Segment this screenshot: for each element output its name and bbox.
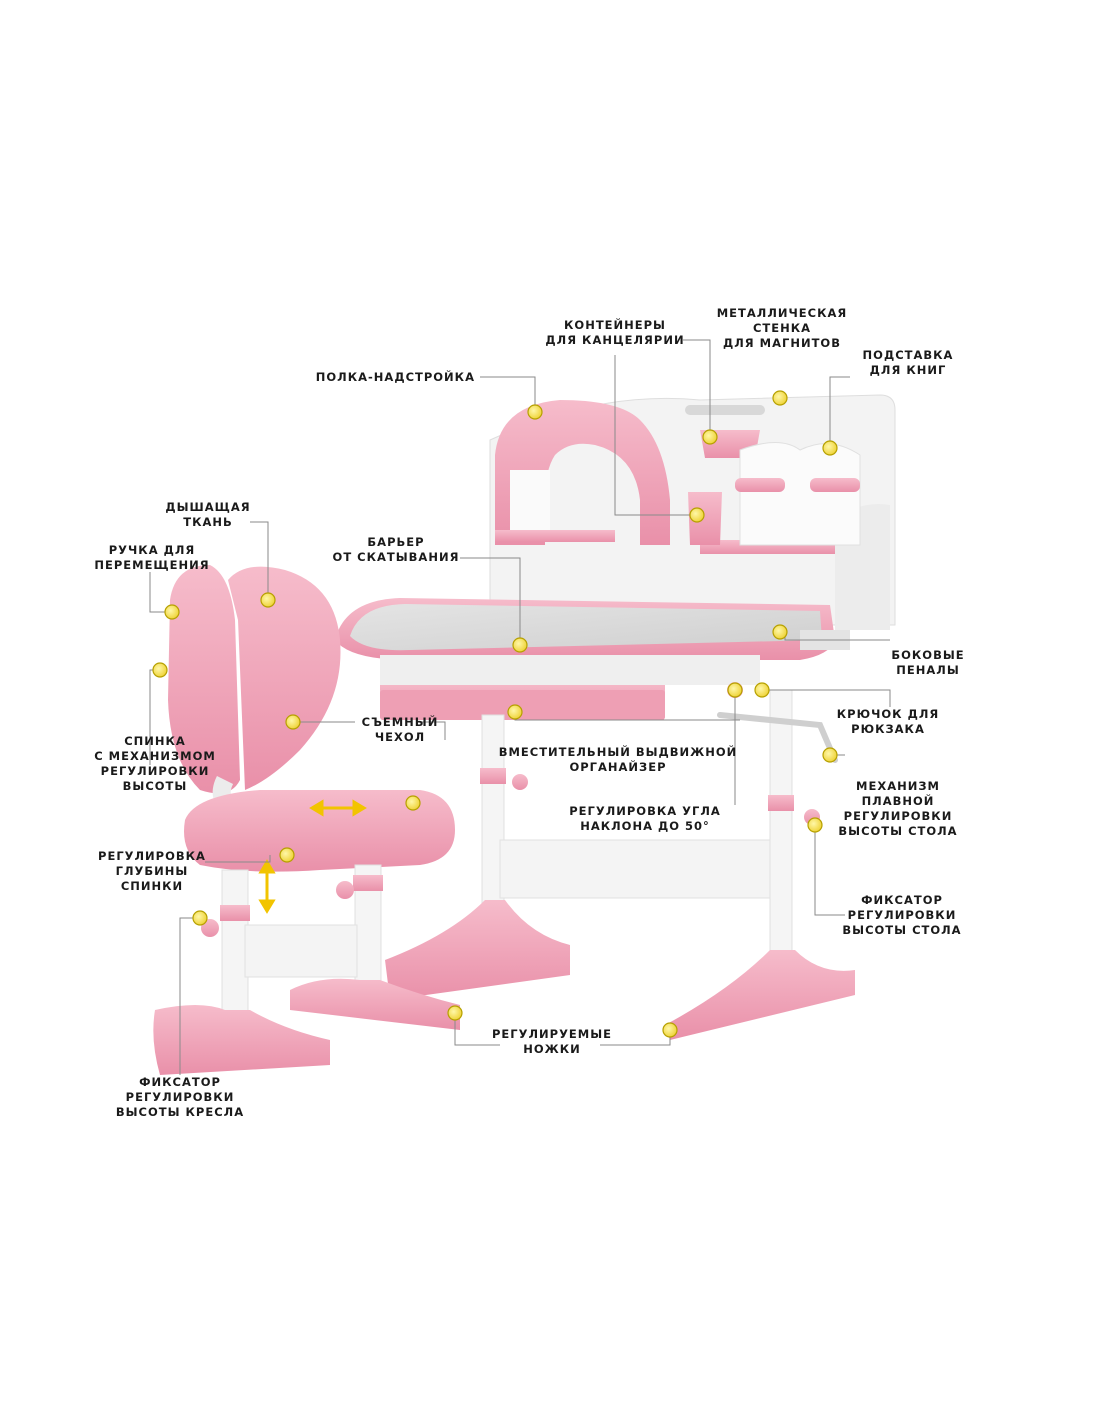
desk-frame	[380, 655, 760, 685]
marker-breathable	[260, 592, 276, 608]
chair-foot-right	[290, 978, 460, 1030]
chair-lock-knob	[336, 881, 354, 899]
marker-crank	[822, 747, 838, 763]
label-backpack-hook: КРЮЧОК ДЛЯ РЮКЗАКА	[836, 707, 940, 736]
desk-leg-right	[769, 689, 793, 961]
chair-back-right	[228, 566, 341, 790]
book-stand	[739, 442, 861, 546]
desk-lock-knob-left	[512, 774, 528, 790]
label-removable-cover: СЪЕМНЫЙ ЧЕХОЛ	[361, 715, 439, 744]
label-containers: КОНТЕЙНЕРЫ ДЛЯ КАНЦЕЛЯРИИ	[545, 318, 685, 347]
depth-arrow-horizontal	[309, 799, 367, 817]
height-arrow-vertical	[258, 859, 276, 914]
chair-seat	[184, 790, 455, 872]
marker-cover-back	[285, 714, 301, 730]
shelf-board	[495, 530, 615, 542]
label-tilt: РЕГУЛИРОВКА УГЛА НАКЛОНА ДО 50°	[569, 804, 721, 833]
desk-foot-left	[385, 900, 570, 1000]
label-desk-lock: ФИКСАТОР РЕГУЛИРОВКИ ВЫСОТЫ СТОЛА	[842, 893, 962, 937]
marker-book-stand	[822, 440, 838, 456]
marker-backrest	[152, 662, 168, 678]
label-backrest: СПИНКА С МЕХАНИЗМОМ РЕГУЛИРОВКИ ВЫСОТЫ	[94, 734, 216, 793]
label-book-stand: ПОДСТАВКА ДЛЯ КНИГ	[862, 348, 954, 377]
marker-container-bottom	[689, 507, 705, 523]
marker-backpack-hook	[754, 682, 770, 698]
pen-container-bottom	[688, 492, 722, 545]
chair-back-left	[168, 565, 240, 794]
desk-leg-collar-left	[480, 768, 506, 784]
label-metal-wall: МЕТАЛЛИЧЕСКАЯ СТЕНКА ДЛЯ МАГНИТОВ	[716, 306, 848, 350]
shelf-inner	[510, 470, 550, 530]
desk-leg-collar-right	[768, 795, 794, 811]
marker-handle	[164, 604, 180, 620]
markers	[152, 390, 838, 1038]
chair	[153, 565, 460, 1075]
label-chair-lock: ФИКСАТОР РЕГУЛИРОВКИ ВЫСОТЫ КРЕСЛА	[115, 1075, 245, 1119]
desk-top-surface	[350, 604, 822, 651]
desk-crossbar	[499, 839, 771, 899]
label-organizer: ВМЕСТИТЕЛЬНЫЙ ВЫДВИЖНОЙ ОРГАНАЙЗЕР	[498, 745, 738, 774]
chair-post-left	[221, 869, 249, 1016]
chair-collar-right	[353, 875, 383, 891]
marker-barrier	[512, 637, 528, 653]
label-smooth-mechanism: МЕХАНИЗМ ПЛАВНОЙ РЕГУЛИРОВКИ ВЫСОТЫ СТОЛ…	[838, 779, 958, 838]
marker-shelf	[527, 404, 543, 420]
marker-leg-left	[447, 1005, 463, 1021]
marker-chair-lock	[192, 910, 208, 926]
marker-leg-right	[662, 1022, 678, 1038]
marker-depth	[279, 847, 295, 863]
label-breathable: ДЫШАЩАЯ ТКАНЬ	[165, 500, 251, 529]
book-clip-right	[810, 478, 860, 492]
label-depth: РЕГУЛИРОВКА ГЛУБИНЫ СПИНКИ	[98, 849, 206, 893]
marker-container-top	[702, 429, 718, 445]
book-clip-left	[735, 478, 785, 492]
chair-collar-left	[220, 905, 250, 921]
desk	[335, 394, 896, 1040]
chair-crossbar	[244, 924, 358, 978]
chair-lock-knob-left	[201, 919, 219, 937]
marker-cover-seat	[405, 795, 421, 811]
label-handle: РУЧКА ДЛЯ ПЕРЕМЕЩЕНИЯ	[94, 543, 210, 572]
label-legs: РЕГУЛИРУЕМЫЕ НОЖКИ	[491, 1027, 613, 1056]
marker-side-case	[772, 624, 788, 640]
marker-tilt	[727, 682, 743, 698]
label-side-cases: БОКОВЫЕ ПЕНАЛЫ	[891, 648, 965, 677]
marker-desk-lock	[807, 817, 823, 833]
desk-foot-right	[665, 950, 855, 1040]
drawer-front	[380, 690, 665, 720]
label-barrier: БАРЬЕР ОТ СКАТЫВАНИЯ	[332, 535, 460, 564]
label-shelf: ПОЛКА-НАДСТРОЙКА	[315, 370, 475, 384]
marker-organizer	[507, 704, 523, 720]
chair-foot-left	[153, 1005, 330, 1075]
marker-metal-wall	[772, 390, 788, 406]
